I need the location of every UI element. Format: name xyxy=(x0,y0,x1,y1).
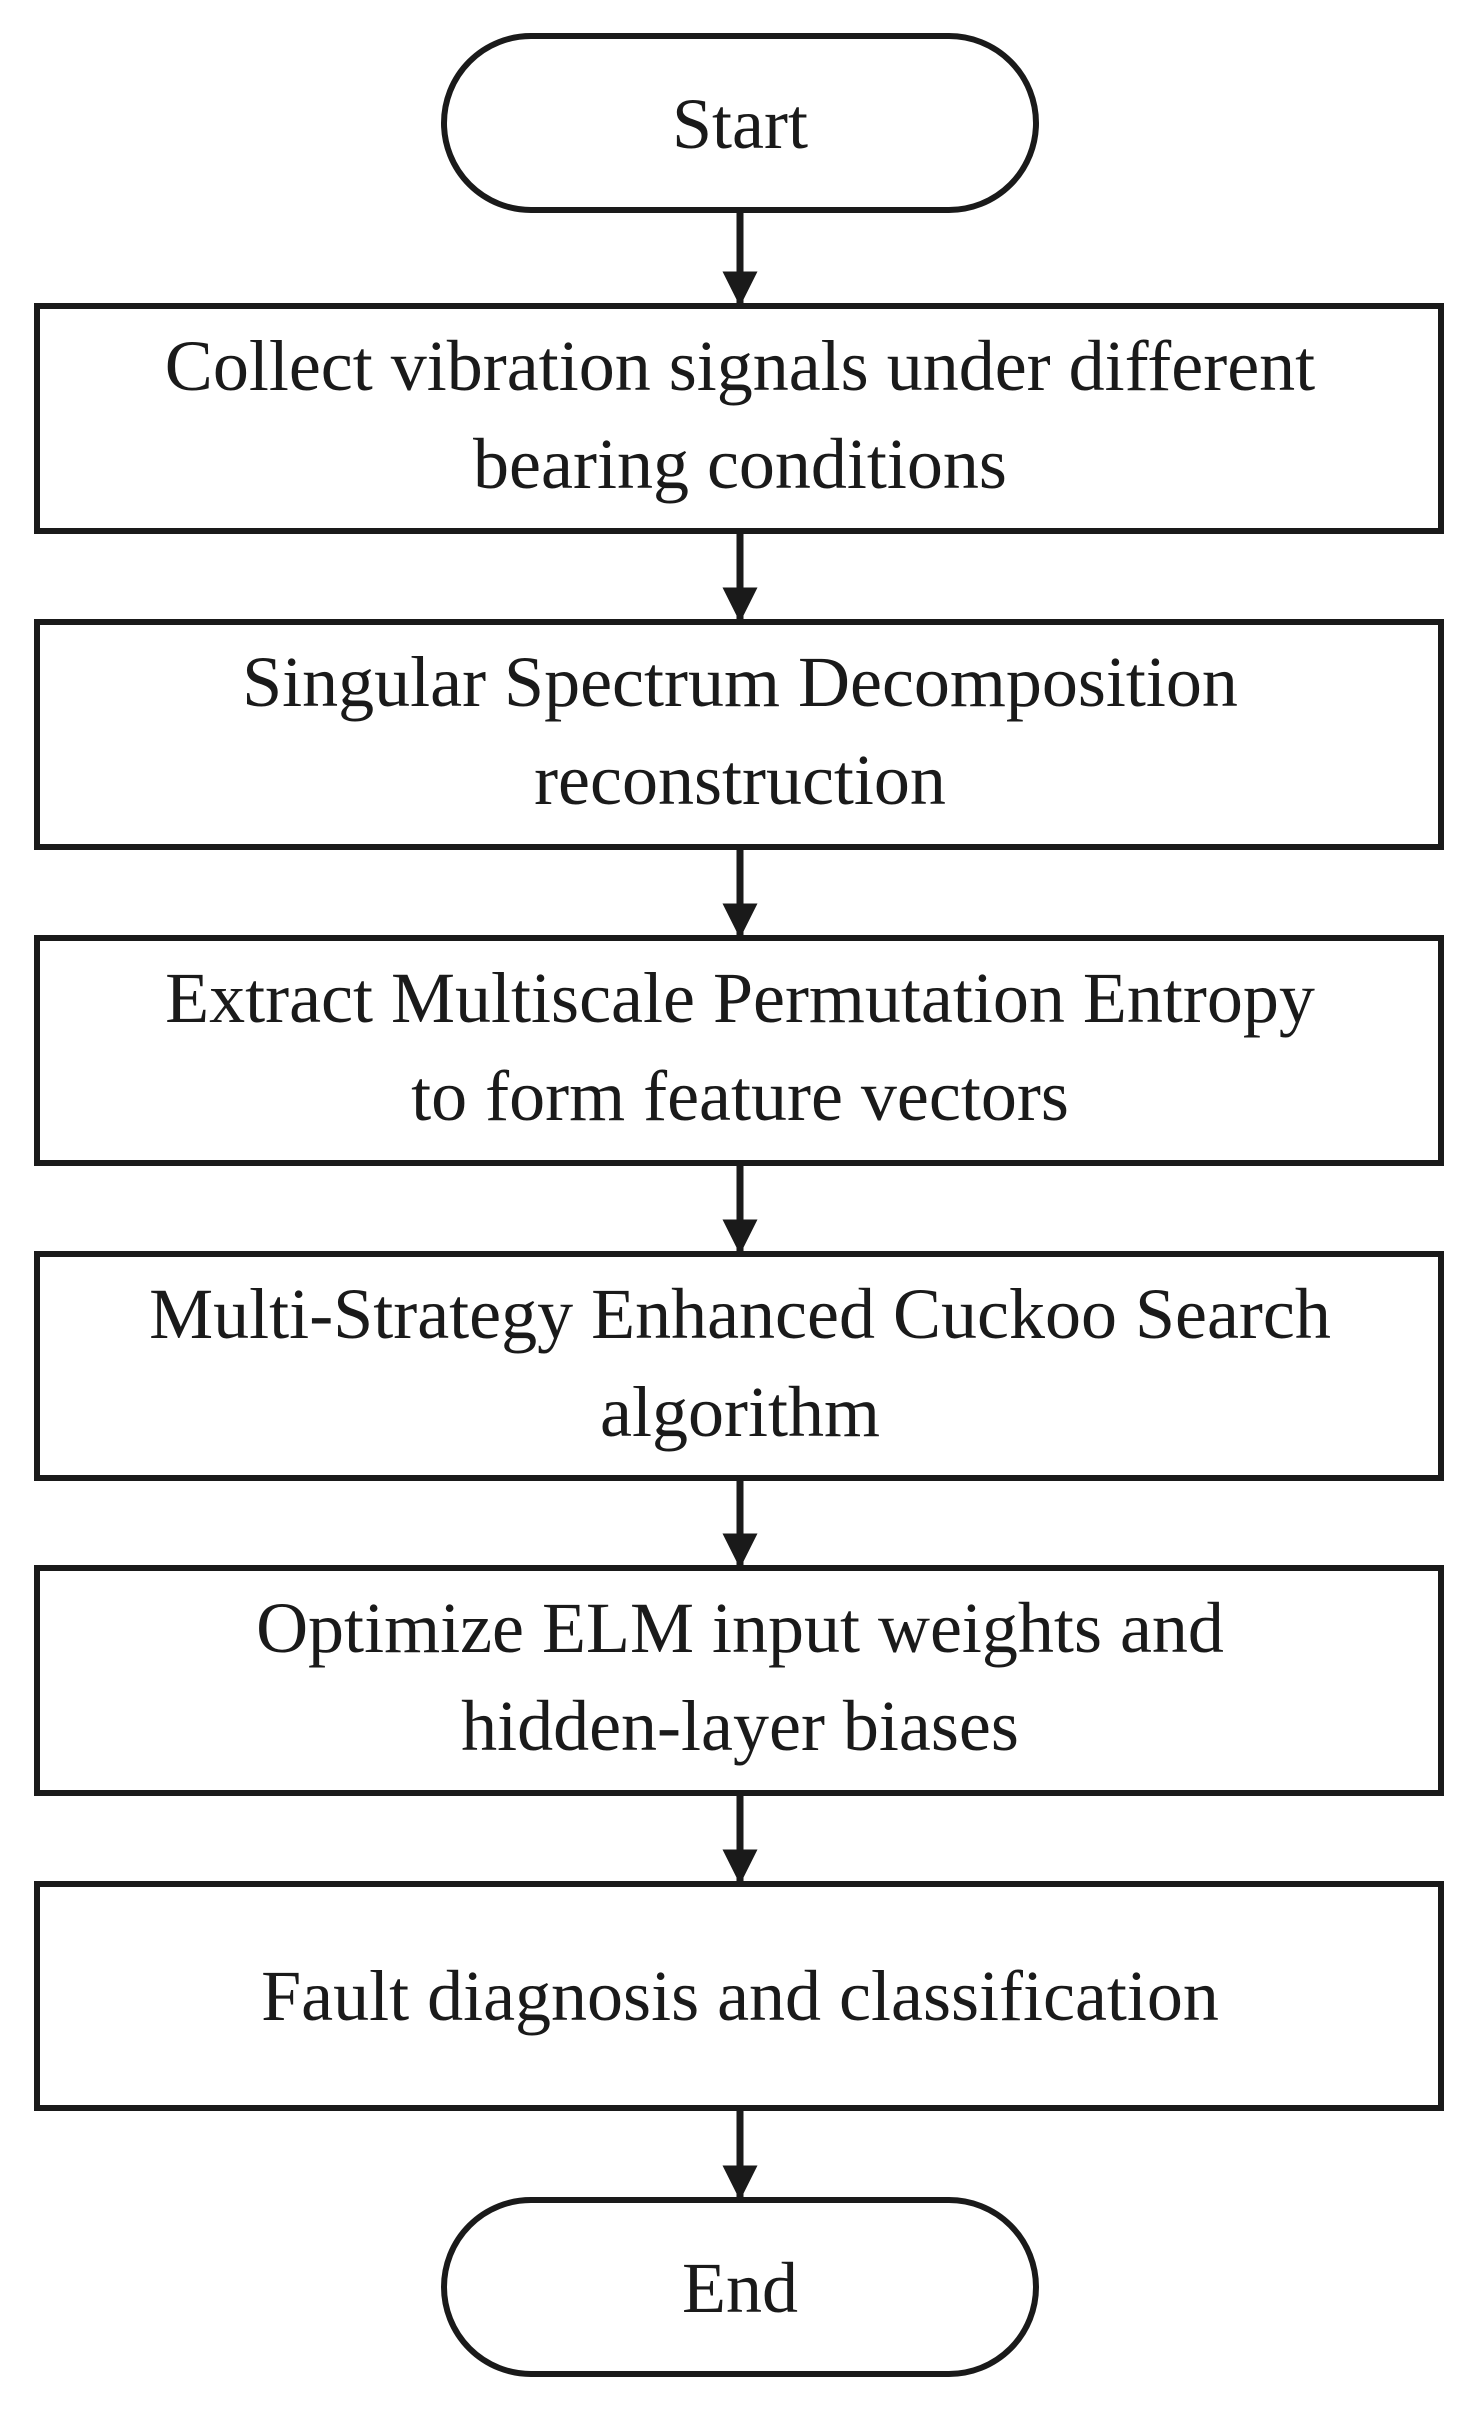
process-step-line: bearing conditions xyxy=(473,424,1007,504)
process-step-line: Singular Spectrum Decomposition xyxy=(242,642,1238,722)
end-label: End xyxy=(682,2248,798,2328)
start-node: Start xyxy=(441,33,1039,213)
process-step-line: Fault diagnosis and classification xyxy=(261,1956,1219,2036)
process-step-optimize-elm: Optimize ELM input weights and hidden-la… xyxy=(34,1565,1444,1796)
end-terminal-shape xyxy=(441,2197,1039,2377)
process-step-line: Collect vibration signals under differen… xyxy=(165,326,1315,406)
process-box xyxy=(34,303,1444,534)
process-box xyxy=(34,1881,1444,2111)
process-step-collect-signals: Collect vibration signals under differen… xyxy=(34,303,1444,534)
process-box xyxy=(34,935,1444,1166)
start-label: Start xyxy=(672,84,808,164)
process-step-line: Extract Multiscale Permutation Entropy xyxy=(165,958,1315,1038)
process-box xyxy=(34,619,1444,850)
process-step-line: to form feature vectors xyxy=(411,1056,1069,1136)
process-step-fault-diagnosis: Fault diagnosis and classification xyxy=(34,1881,1444,2111)
process-step-line: Multi-Strategy Enhanced Cuckoo Search xyxy=(149,1274,1331,1354)
process-step-line: hidden-layer biases xyxy=(461,1686,1019,1766)
process-step-line: Optimize ELM input weights and xyxy=(256,1588,1224,1668)
process-step-line: algorithm xyxy=(600,1372,880,1452)
process-box xyxy=(34,1565,1444,1796)
process-step-extract-mpe: Extract Multiscale Permutation Entropy t… xyxy=(34,935,1444,1166)
process-step-ssd-reconstruction: Singular Spectrum Decomposition reconstr… xyxy=(34,619,1444,850)
process-step-cuckoo-search: Multi-Strategy Enhanced Cuckoo Search al… xyxy=(34,1251,1444,1481)
process-box xyxy=(34,1251,1444,1481)
process-step-line: reconstruction xyxy=(534,740,946,820)
end-node: End xyxy=(441,2197,1039,2377)
